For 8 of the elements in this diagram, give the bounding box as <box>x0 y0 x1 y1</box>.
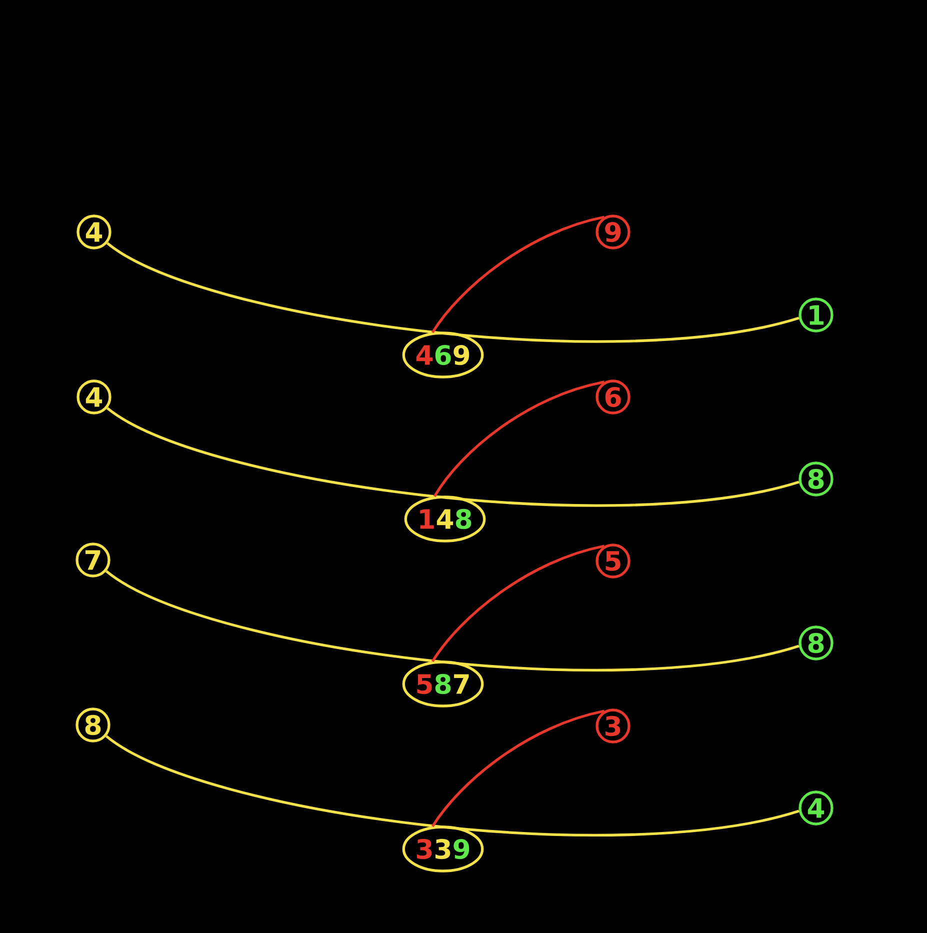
curved-connector <box>433 380 605 498</box>
curved-connector <box>431 544 605 662</box>
curved-connector <box>106 735 800 836</box>
curved-connector <box>431 216 605 334</box>
curved-connector <box>106 407 800 506</box>
curved-connector <box>106 242 800 342</box>
curved-connector <box>106 570 800 672</box>
curved-connector <box>431 710 605 828</box>
